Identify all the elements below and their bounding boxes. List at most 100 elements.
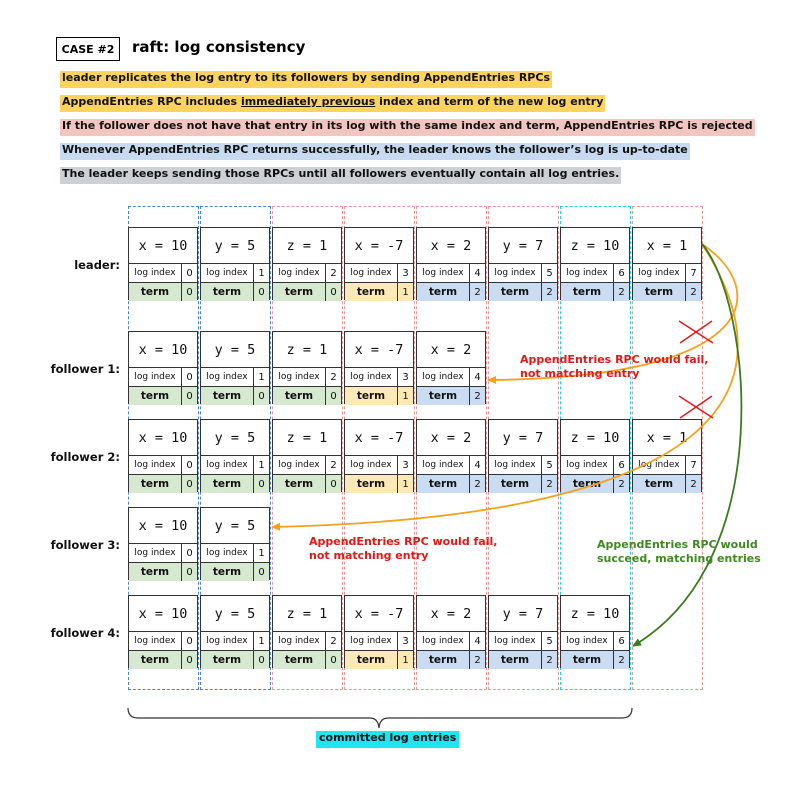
term-value: 1 <box>402 478 409 490</box>
term-key: term <box>201 475 254 493</box>
log-index-key: log index <box>489 264 542 282</box>
term-key: term <box>129 651 182 669</box>
entry-command: x = 10 <box>129 420 197 456</box>
term-key: term <box>489 283 542 301</box>
log-index-key: log index <box>201 368 254 386</box>
term-key: term <box>129 387 182 405</box>
committed-brace <box>127 707 633 729</box>
entry-command: z = 1 <box>273 228 341 264</box>
log-index-key: log index <box>633 456 686 474</box>
log-index-value: 4 <box>474 635 481 647</box>
log-index-key: log index <box>201 632 254 650</box>
log-index-value: 0 <box>186 547 193 559</box>
entry-command: x = -7 <box>345 596 413 632</box>
fail-cross-1 <box>678 320 714 344</box>
entry-command: z = 1 <box>273 332 341 368</box>
term-value: 2 <box>474 654 481 666</box>
log-index-value: 1 <box>258 635 265 647</box>
entry-command: x = 2 <box>417 332 485 368</box>
log-index-key: log index <box>273 368 326 386</box>
entry-command: y = 5 <box>201 420 269 456</box>
entry-command: x = 10 <box>129 332 197 368</box>
note-up-to-date: Whenever AppendEntries RPC returns succe… <box>60 143 690 160</box>
term-key: term <box>201 283 254 301</box>
log-index-key: log index <box>561 264 614 282</box>
log-index-value: 0 <box>186 371 193 383</box>
entry-term-row: term 0 <box>273 651 341 669</box>
entry-command: x = -7 <box>345 332 413 368</box>
term-value: 0 <box>330 654 337 666</box>
term-value: 0 <box>186 478 193 490</box>
entry-index-row: log index 4 <box>417 368 485 387</box>
log-index-value: 3 <box>402 267 409 279</box>
success-note-follower-4: AppendEntries RPC would succeed, matchin… <box>597 538 761 566</box>
term-value: 2 <box>474 478 481 490</box>
log-index-key: log index <box>129 632 182 650</box>
log-index-key: log index <box>561 456 614 474</box>
term-value: 2 <box>546 654 553 666</box>
term-key: term <box>489 475 542 493</box>
log-index-key: log index <box>345 456 398 474</box>
log-index-key: log index <box>201 264 254 282</box>
log-index-value: 7 <box>690 459 697 471</box>
diagram-title: raft: log consistency <box>132 38 306 56</box>
term-value: 0 <box>330 478 337 490</box>
term-key: term <box>273 475 326 493</box>
success-note-line2: succeed, matching entries <box>597 552 761 565</box>
term-key: term <box>273 651 326 669</box>
log-index-key: log index <box>345 368 398 386</box>
log-index-key: log index <box>417 368 470 386</box>
log-index-value: 6 <box>618 267 625 279</box>
case-label: CASE #2 <box>56 37 120 61</box>
log-index-value: 4 <box>474 371 481 383</box>
term-value: 1 <box>402 286 409 298</box>
entry-command: y = 7 <box>489 596 557 632</box>
term-key: term <box>201 387 254 405</box>
fail-note-follower-1: AppendEntries RPC would fail, not matchi… <box>520 353 708 381</box>
entry-index-row: log index 6 <box>561 264 629 283</box>
term-key: term <box>561 283 614 301</box>
log-index-key: log index <box>345 632 398 650</box>
term-value: 0 <box>330 390 337 402</box>
term-value: 0 <box>186 566 193 578</box>
entry-command: x = 10 <box>129 508 197 544</box>
term-key: term <box>633 283 686 301</box>
entry-command: x = 2 <box>417 420 485 456</box>
note-rejected: If the follower does not have that entry… <box>60 119 755 136</box>
log-index-value: 3 <box>402 635 409 647</box>
log-index-key: log index <box>129 368 182 386</box>
log-index-value: 6 <box>618 635 625 647</box>
